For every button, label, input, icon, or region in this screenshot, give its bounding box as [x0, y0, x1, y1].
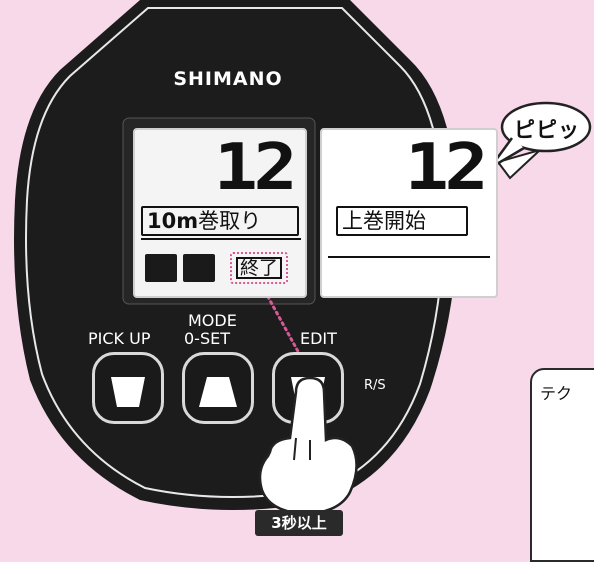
mode-button[interactable] [182, 352, 254, 424]
hold-duration-badge: 3秒以上 [255, 510, 343, 536]
brand-logo: SHIMANO [163, 68, 293, 90]
finger-press-icon [256, 376, 366, 516]
mode-button-icon [185, 355, 251, 421]
end-label: 終了 [236, 257, 282, 279]
mode-label-zoom: 上巻開始 [336, 206, 468, 236]
inset-label: テク [540, 380, 572, 404]
pickup-label: PICK UP [88, 330, 150, 348]
mode-label-prefix: 10m [147, 209, 198, 233]
mode-label: 10m巻取り [141, 206, 299, 236]
mode-label-suffix: 巻取り [198, 209, 261, 233]
lcd-screen-zoom: 12 上巻開始 [320, 128, 498, 298]
mode-label-line1: MODE [188, 312, 237, 330]
mode-label-line2: 0-SET [184, 330, 230, 348]
rs-label: R/S [364, 378, 386, 393]
counter-display: 12 [214, 136, 293, 200]
lcd-divider-zoom [328, 256, 490, 258]
edit-label: EDIT [300, 330, 337, 348]
pickup-button-icon [95, 355, 161, 421]
pickup-button[interactable] [92, 352, 164, 424]
beep-bubble-text: ピピッ [505, 114, 589, 144]
segment-block-icon [145, 254, 177, 282]
lcd-divider [141, 238, 301, 240]
end-label-highlight: 終了 [230, 252, 288, 284]
counter-display-zoom: 12 [405, 136, 484, 200]
segment-block-icon [183, 254, 215, 282]
